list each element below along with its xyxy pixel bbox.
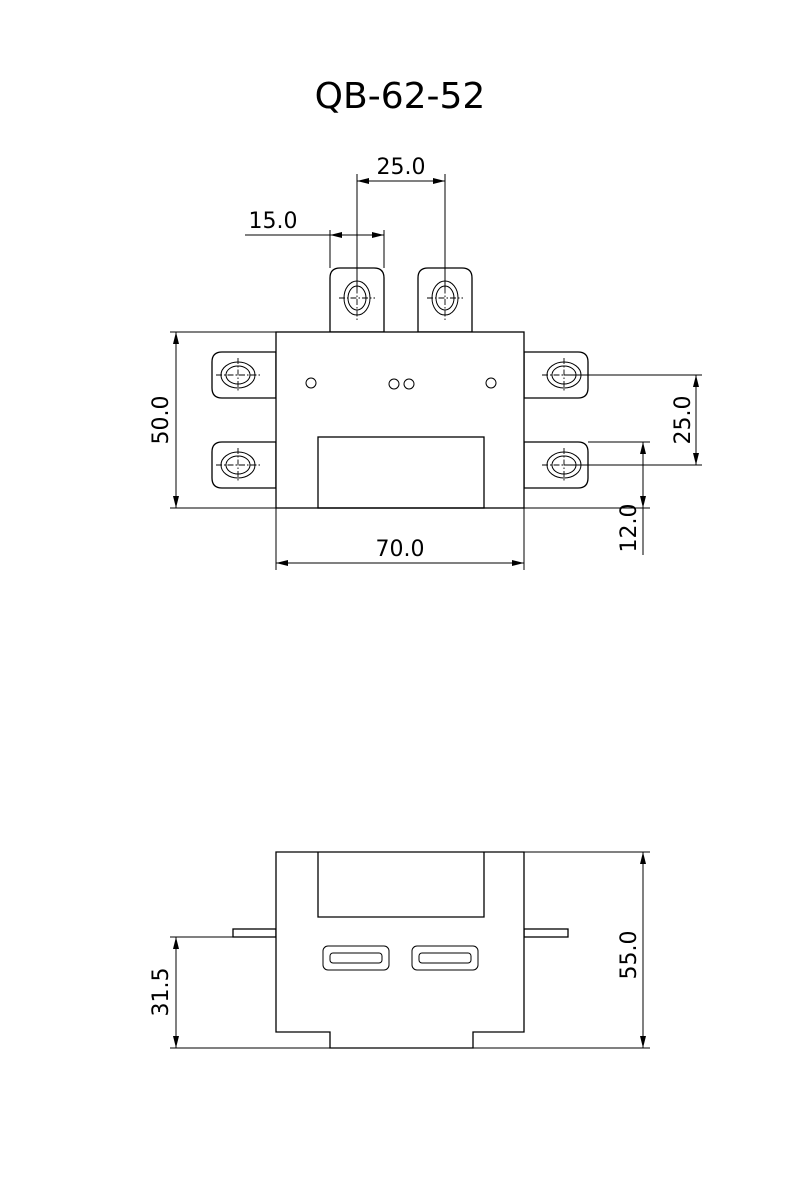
dim-label: 12.0 xyxy=(617,504,642,553)
top-terminal-left xyxy=(329,267,385,333)
dim-total-height: 55.0 xyxy=(473,851,650,1049)
dim-width: 70.0 xyxy=(275,508,525,570)
dim-pin-offset: 12.0 xyxy=(524,441,650,555)
side-slot-left xyxy=(322,945,390,971)
dim-label: 55.0 xyxy=(617,931,642,980)
dim-pin-spacing-right: 25.0 xyxy=(564,374,702,466)
mount-hole xyxy=(305,377,317,389)
mount-hole xyxy=(485,377,497,389)
side-slot-right xyxy=(411,945,479,971)
left-terminal-lower xyxy=(211,441,277,489)
drawing-title: QB-62-52 xyxy=(315,76,486,117)
top-view: 25.0 15.0 50.0 70.0 xyxy=(149,155,702,570)
top-view-body xyxy=(275,331,525,509)
top-view-window xyxy=(317,436,485,509)
mount-hole xyxy=(403,378,415,390)
side-terminal-left xyxy=(232,928,277,938)
dim-label: 50.0 xyxy=(149,396,174,445)
dim-label: 31.5 xyxy=(149,968,174,1017)
left-terminal-upper xyxy=(211,351,277,399)
side-view-window xyxy=(317,852,485,918)
side-view: 31.5 55.0 xyxy=(149,851,650,1049)
dim-pin-spacing-top: 25.0 xyxy=(356,155,446,288)
side-view-body xyxy=(275,851,525,1049)
mount-hole xyxy=(388,378,400,390)
dim-height: 50.0 xyxy=(149,331,276,509)
dim-label: 25.0 xyxy=(671,396,696,445)
dim-label: 15.0 xyxy=(249,209,298,234)
side-terminal-right xyxy=(523,928,569,938)
dim-label: 25.0 xyxy=(377,155,426,180)
right-terminal-upper xyxy=(523,351,589,399)
right-terminal-lower xyxy=(523,441,589,489)
top-terminal-right xyxy=(417,267,473,333)
dim-label: 70.0 xyxy=(376,537,425,562)
dim-pin-width: 15.0 xyxy=(245,209,385,268)
dim-terminal-height: 31.5 xyxy=(149,936,330,1049)
